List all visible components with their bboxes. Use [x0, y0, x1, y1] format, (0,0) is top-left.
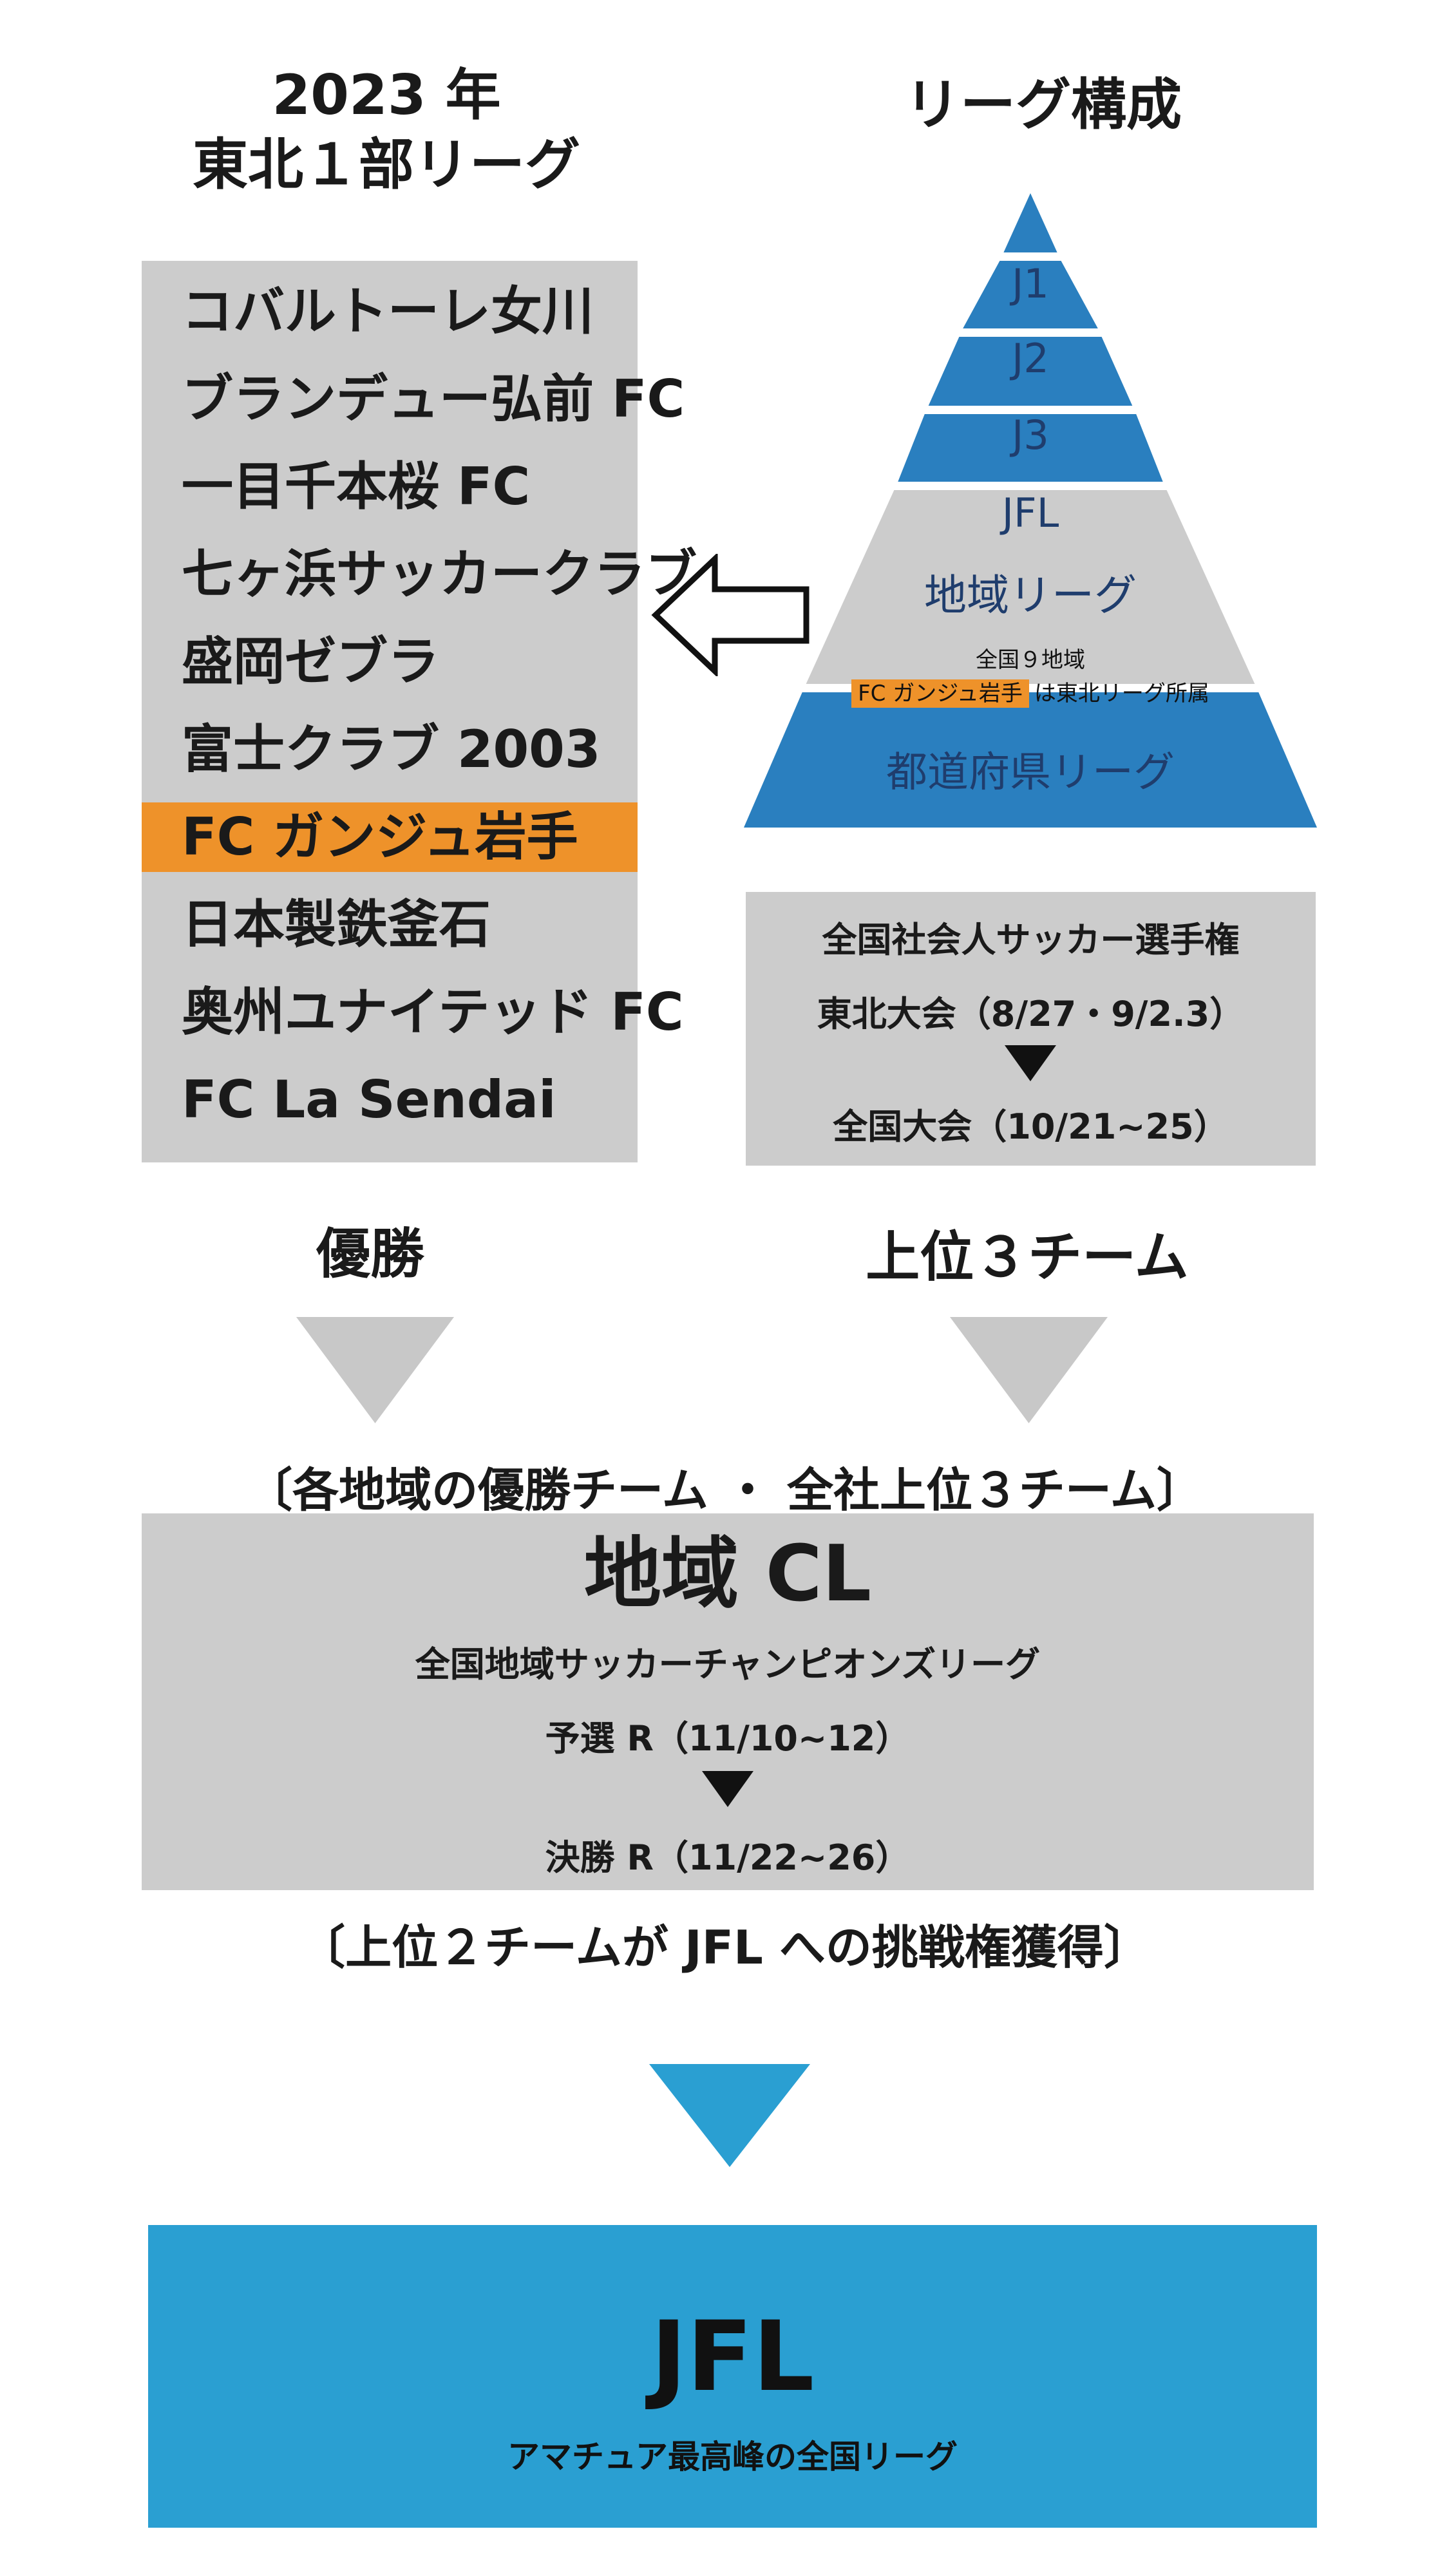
top3-label: 上位３チーム	[866, 1226, 1189, 1289]
qualifier-note: 〔各地域の優勝チーム ・ 全社上位３チーム〕	[246, 1463, 1203, 1517]
team-item: 七ヶ浜サッカークラブ	[182, 544, 697, 604]
jfl-box: JFL アマチュア最高峰の全国リーグ	[148, 2225, 1317, 2528]
team-item: 奥州ユナイテッド FC	[182, 982, 684, 1042]
regional-note-suffix: は東北リーグ所属	[1034, 681, 1209, 706]
team-list: コバルトーレ女川 ブランデュー弘前 FC 一目千本桜 FC 七ヶ浜サッカークラブ…	[142, 261, 697, 1162]
pyramid-tier-prefectural	[744, 692, 1317, 828]
grey-down-arrow-icon	[296, 1317, 454, 1423]
jfl-title: JFL	[650, 2301, 815, 2413]
tier-label-jfl: JFL	[1001, 489, 1059, 536]
blue-down-arrow-icon	[649, 2064, 810, 2167]
national-tournament-box: 全国社会人サッカー選手権 東北大会（8/27・9/2.3） 全国大会（10/21…	[746, 892, 1316, 1166]
cl-prelim: 予選 R（11/10~12）	[545, 1718, 911, 1759]
team-item-highlighted: FC ガンジュ岩手	[142, 802, 638, 872]
down-triangle-icon	[1005, 1045, 1056, 1081]
down-triangle-icon	[702, 1771, 753, 1807]
team-item: コバルトーレ女川	[182, 281, 594, 341]
regional-cl-box: 地域 CL 全国地域サッカーチャンピオンズリーグ 予選 R（11/10~12） …	[142, 1513, 1314, 1890]
team-item: FC La Sendai	[182, 1070, 556, 1130]
tournament-tohoku: 東北大会（8/27・9/2.3）	[817, 994, 1245, 1034]
pyramid-tier-j2	[963, 261, 1098, 328]
tournament-national: 全国大会（10/21~25）	[833, 1106, 1229, 1147]
tournament-title: 全国社会人サッカー選手権	[822, 920, 1240, 960]
team-item: 盛岡ゼブラ	[182, 632, 439, 692]
regional-note-line1: 全国９地域	[976, 647, 1085, 673]
pyramid-tier-regional	[806, 490, 1255, 684]
cl-title: 地域 CL	[583, 1530, 872, 1619]
team-item: 富士クラブ 2003	[182, 719, 601, 779]
team-item: ブランデュー弘前 FC	[182, 369, 685, 429]
league-structure-title: リーグ構成	[905, 73, 1182, 137]
tier-label-j1: J1	[1012, 260, 1049, 307]
regional-note-line2: FC ガンジュ岩手は東北リーグ所属	[818, 679, 1243, 708]
team-item: 日本製鉄釜石	[182, 895, 491, 954]
jfl-subtitle: アマチュア最高峰の全国リーグ	[507, 2438, 958, 2476]
winner-label: 優勝	[316, 1222, 424, 1285]
left-arrow-icon	[651, 554, 810, 676]
pyramid-tier-jfl	[898, 414, 1163, 482]
league-pyramid: J1 J2 J3 JFL 地域リーグ 全国９地域 FC ガンジュ岩手は東北リーグ…	[744, 193, 1317, 828]
league-title: 2023 年 東北１部リーグ	[129, 61, 644, 200]
jfl-qualify-note: 〔上位２チームが JFL への挑戦権獲得〕	[299, 1920, 1150, 1975]
pyramid-shape	[744, 193, 1317, 828]
team-item: 一目千本桜 FC	[182, 457, 531, 516]
grey-down-arrow-icon	[950, 1317, 1108, 1423]
tier-label-j3: J3	[1012, 412, 1049, 459]
cl-final: 決勝 R（11/22~26）	[545, 1837, 911, 1878]
pyramid-tier-j3	[928, 337, 1133, 406]
tier-label-prefectural: 都道府県リーグ	[886, 749, 1175, 797]
tier-label-j2: J2	[1012, 335, 1049, 382]
league-name: 東北１部リーグ	[193, 132, 580, 197]
regional-note-team: FC ガンジュ岩手	[851, 679, 1029, 708]
tier-label-regional: 地域リーグ	[924, 571, 1137, 620]
league-year: 2023 年	[272, 63, 501, 128]
cl-subtitle: 全国地域サッカーチャンピオンズリーグ	[415, 1644, 1041, 1685]
pyramid-tier-j1	[1003, 193, 1057, 252]
